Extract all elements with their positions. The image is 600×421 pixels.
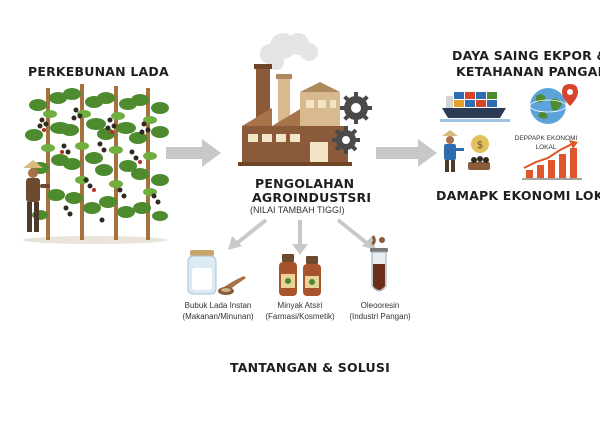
growth-chart-icon (522, 140, 582, 180)
arrow-right-icon (166, 139, 221, 167)
pepper-powder-jar-icon (187, 250, 246, 295)
pepper-plantation-illustration (23, 84, 169, 244)
processing-title-line1: PENGOLAHAN (255, 176, 355, 191)
farmer-figure (23, 160, 50, 232)
cargo-ship-icon (440, 92, 510, 122)
plantation-label: PERKEBUNAN LADA (28, 64, 169, 79)
product-3-name: Oleooresin (360, 301, 400, 310)
processing-subtitle: (NILAI TAMBAH TIGGI) (250, 205, 345, 215)
competitiveness-title-line1: DAYA SAING EKPOR & (452, 48, 600, 63)
product-2-name: Minyak Atsiri (277, 301, 323, 310)
arrow-down-icon (292, 220, 308, 255)
oleoresin-test-tube-icon (370, 235, 388, 292)
product-2-use: (Farmasi/Kosmetik) (265, 312, 335, 321)
economic-chart-label-line1: DEPPAPK EKONOMI (514, 135, 578, 142)
factory-icon (238, 33, 372, 166)
product-1-use: (Makanan/Minunan) (182, 312, 254, 321)
farmer-trade-icon: $ (442, 130, 490, 172)
arrow-down-left-icon (228, 218, 268, 250)
economic-chart-label: DEPPAPK EKONOMI LOKAL (514, 134, 578, 152)
processing-title-line2: AGROINDUSTSRI (252, 190, 372, 205)
challenges-label: TANTANGAN & SOLUSI (230, 360, 390, 375)
economic-chart-label-line2: LOKAL (535, 144, 557, 151)
product-1-name: Bubuk Lada Instan (184, 301, 252, 310)
essential-oil-bottles-icon (279, 254, 321, 296)
competitiveness-title-line2: KETAHANAN PANGAN (456, 64, 600, 79)
local-impact-label: DAMAPK EKONOMI LOKAL (436, 188, 600, 203)
arrow-down-right-icon (336, 218, 376, 250)
product-3-use: (Industri Pangan) (349, 312, 411, 321)
arrow-right-icon (376, 139, 437, 167)
svg-text:$: $ (477, 140, 483, 151)
globe-location-icon (529, 84, 578, 124)
